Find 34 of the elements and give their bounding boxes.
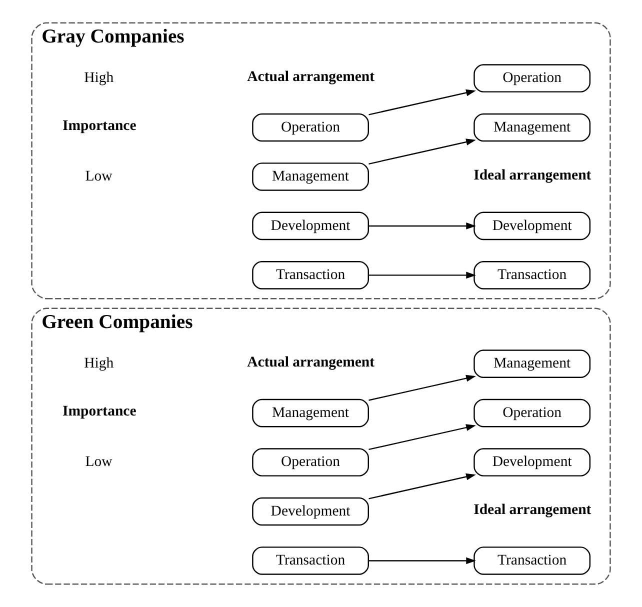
label: Actual arrangement	[247, 68, 375, 85]
arrow	[368, 222, 476, 230]
label: High	[84, 70, 114, 86]
label: Low	[85, 168, 112, 185]
node-box: Transaction	[474, 546, 591, 575]
label: Ideal arrangement	[474, 167, 592, 184]
arrow	[368, 138, 476, 165]
arrow	[368, 557, 476, 564]
node-box: Management	[474, 113, 591, 142]
node-box: Transaction	[474, 261, 591, 290]
label: Actual arrangement	[247, 354, 375, 370]
node-box: Development	[252, 212, 369, 240]
node-box: Development	[474, 448, 591, 476]
label: Importance	[62, 118, 136, 134]
label: High	[84, 356, 114, 372]
node-box: Transaction	[252, 261, 369, 290]
node-box: Development	[252, 497, 369, 526]
arrow	[368, 272, 476, 279]
arrow	[368, 89, 476, 116]
node-box: Operation	[252, 448, 369, 476]
node-box: Development	[474, 212, 591, 240]
arrow	[368, 473, 476, 500]
arrow	[368, 424, 476, 450]
node-box: Operation	[252, 113, 369, 142]
node-box: Management	[252, 398, 369, 428]
label: Low	[85, 454, 112, 470]
label: Ideal arrangement	[474, 502, 592, 518]
node-box: Operation	[474, 64, 591, 92]
label: Importance	[62, 404, 136, 420]
node-box: Management	[474, 350, 591, 378]
arrow	[368, 374, 476, 401]
node-box: Management	[252, 162, 369, 191]
node-box: Operation	[474, 398, 591, 428]
node-box: Transaction	[252, 546, 369, 575]
